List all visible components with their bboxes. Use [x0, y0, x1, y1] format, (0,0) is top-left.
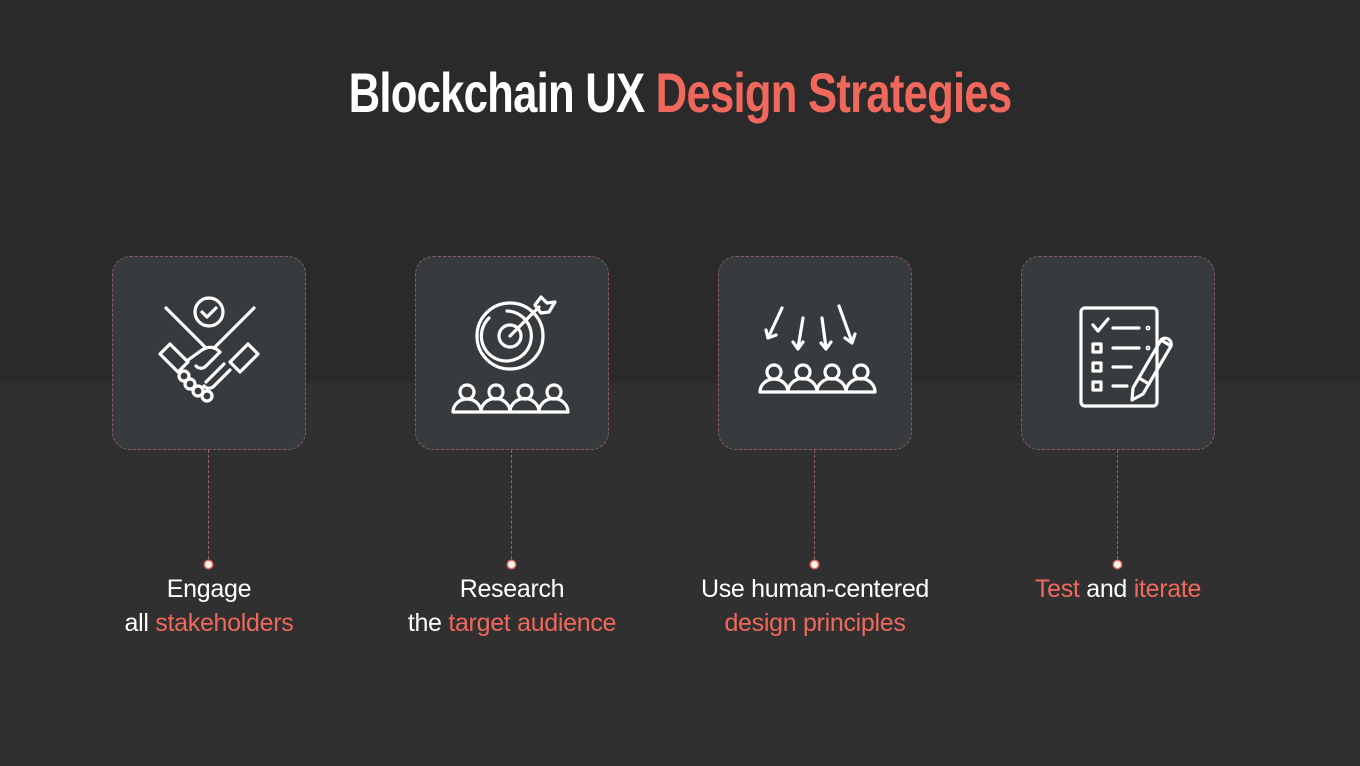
dashed-connector: [814, 450, 815, 564]
label-accent-text: target audience: [448, 609, 617, 637]
label-line-1: Use human-centered: [638, 572, 992, 606]
icon-card: [415, 256, 609, 450]
icon-card: [718, 256, 912, 450]
label-text: Engage: [166, 575, 252, 603]
label-line-1: Engage: [32, 572, 386, 606]
page-title: Blockchain UX Design Strategies: [150, 58, 1211, 128]
label-line-2: design principles: [638, 606, 992, 640]
dashed-connector: [511, 450, 512, 564]
handshake-check-icon: [158, 296, 260, 403]
label-text: all: [124, 609, 156, 637]
label-accent-text: Test: [1034, 575, 1080, 603]
label-text: Use human-centered: [700, 575, 930, 603]
step-label: Engage all stakeholders: [32, 572, 386, 640]
title-accent: Design Strategies: [655, 61, 1012, 124]
connector-dot: [811, 561, 818, 568]
label-text: Research: [459, 575, 565, 603]
dashed-connector: [208, 450, 209, 564]
label-text: the: [407, 609, 449, 637]
label-line-2: all stakeholders: [32, 606, 386, 640]
checklist-pencil-icon: [1079, 306, 1173, 408]
step-label: Use human-centered design principles: [638, 572, 992, 640]
label-text: and: [1079, 575, 1134, 603]
icon-card: [1021, 256, 1215, 450]
label-accent-text: iterate: [1133, 575, 1202, 603]
label-line-1: Test and iterate: [941, 572, 1295, 606]
label-line-1: Research: [335, 572, 689, 606]
target-audience-icon: [451, 295, 570, 414]
connector-dot: [205, 561, 212, 568]
connector-dot: [508, 561, 515, 568]
connector-dot: [1114, 561, 1121, 568]
icon-card: [112, 256, 306, 450]
dashed-connector: [1117, 450, 1118, 564]
human-centered-icon: [758, 304, 877, 394]
label-accent-text: stakeholders: [155, 609, 294, 637]
title-main: Blockchain UX: [348, 61, 645, 124]
label-line-2: the target audience: [335, 606, 689, 640]
label-accent-text: design principles: [724, 609, 906, 637]
step-label: Research the target audience: [335, 572, 689, 640]
step-label: Test and iterate: [941, 572, 1295, 606]
